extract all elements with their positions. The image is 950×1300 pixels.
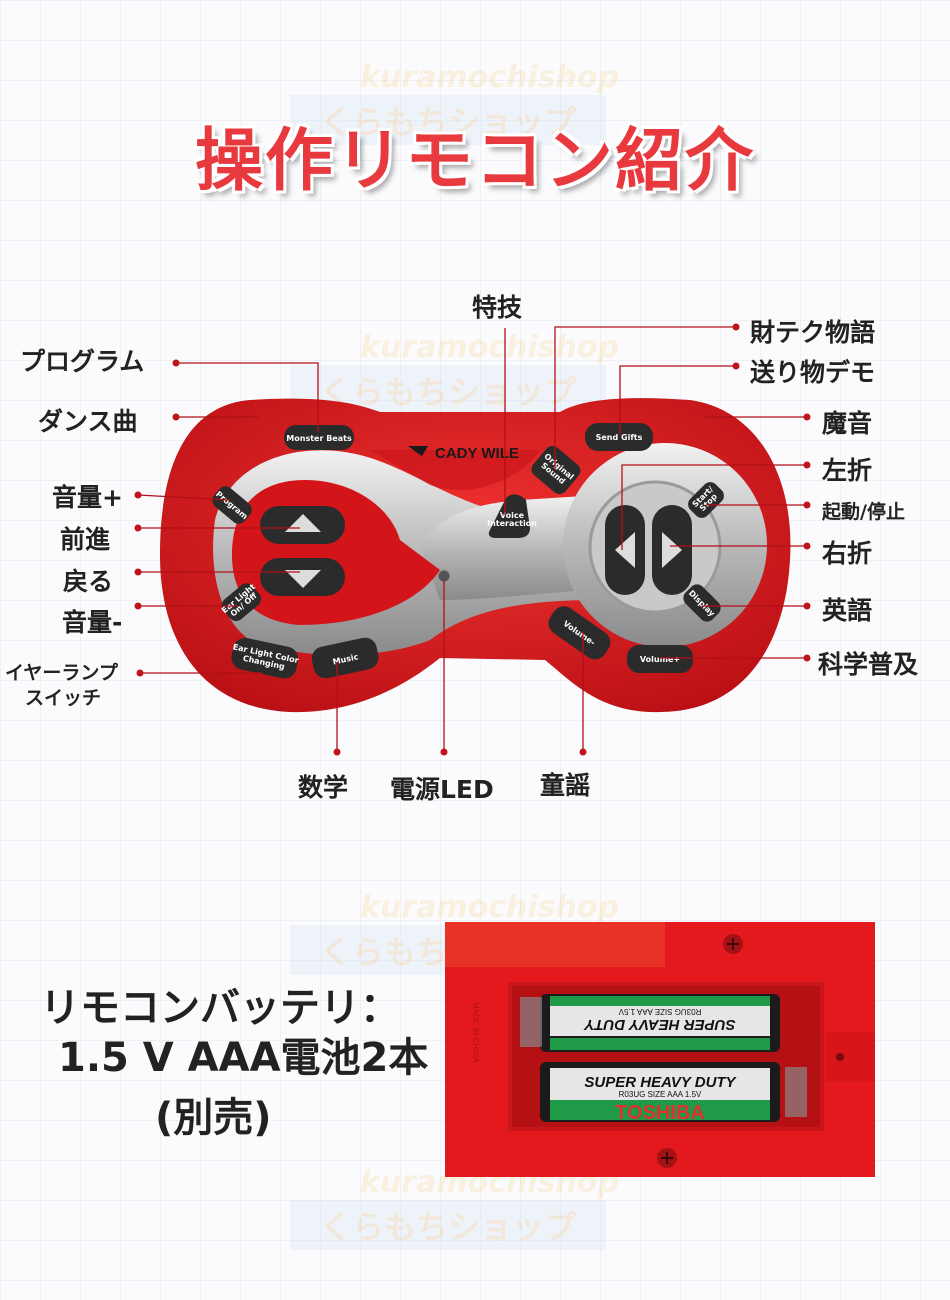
battery-heading: リモコンバッテリ： (40, 985, 400, 1031)
svg-text:Volume+: Volume+ (640, 655, 680, 664)
label-forward: 前進 (60, 525, 111, 554)
brand-logo-icon (408, 446, 428, 456)
silver-panel (420, 495, 600, 600)
label-power-led: 電源LED (390, 775, 494, 804)
page-title: 操作リモコン紹介 (194, 122, 755, 201)
arrow-down-icon (285, 570, 321, 588)
watermark: くらもちショップ (290, 365, 607, 415)
label-ear-lamp-switch: スイッチ (25, 687, 102, 709)
svg-text:SUPER HEAVY DUTY: SUPER HEAVY DUTY (582, 1016, 735, 1033)
battery-cell: SUPER HEAVY DUTY R03UG SIZE AAA 1.5V TOS… (540, 1062, 780, 1124)
monster-beats-button: Monster Beats (284, 425, 354, 450)
battery-note: (別売) (155, 1095, 272, 1141)
brand-logo: CADY WILE (435, 445, 519, 462)
watermark: kuramochishop (360, 330, 619, 365)
watermark: くらもちショップ (290, 1200, 607, 1250)
svg-text:Voice: Voice (500, 511, 525, 520)
spring-contact (785, 1067, 807, 1117)
spring-contact (520, 997, 542, 1047)
label-math: 数学 (298, 773, 349, 802)
svg-text:Send Gifts: Send Gifts (596, 433, 643, 442)
battery-spec: 1.5 V AAA電池2本 (58, 1035, 429, 1081)
label-volume-up: 音量+ (52, 483, 123, 512)
watermark: kuramochishop (360, 60, 619, 95)
music-button: Music (311, 637, 379, 679)
watermark: kuramochishop (360, 890, 619, 925)
callout-lines (137, 326, 807, 752)
label-nursery: 童謡 (540, 771, 591, 800)
label-gift-demo: 送り物デモ (750, 358, 876, 387)
battery-cell: SUPER HEAVY DUTY R03UG SIZE AAA 1.5V (540, 994, 780, 1052)
battery-compartment-photo: MADE IN CHINA SUPER HEAVY DUTY R03UG SIZ… (445, 922, 875, 1177)
label-magic-sound: 魔音 (822, 409, 873, 438)
label-special-skill: 特技 (472, 293, 523, 322)
svg-text:Monster Beats: Monster Beats (286, 434, 352, 443)
watermark: くらもちショップ (290, 95, 607, 145)
arrow-right-icon (662, 532, 682, 568)
label-program: プログラム (20, 347, 145, 376)
label-volume-down: 音量- (62, 608, 123, 637)
label-turn-right: 右折 (822, 539, 873, 568)
label-turn-left: 左折 (822, 456, 873, 485)
svg-text:R03UG SIZE AAA 1.5V: R03UG SIZE AAA 1.5V (619, 1090, 702, 1099)
label-ear-lamp: イヤーランプ (5, 662, 118, 684)
svg-text:MADE IN CHINA: MADE IN CHINA (471, 1002, 480, 1063)
svg-text:SUPER HEAVY DUTY: SUPER HEAVY DUTY (584, 1074, 737, 1091)
label-back: 戻る (63, 567, 114, 596)
label-science: 科学普及 (818, 650, 919, 679)
label-english: 英語 (822, 596, 873, 625)
label-finance-story: 財テク物語 (750, 318, 876, 347)
callout-dots (134, 323, 811, 756)
svg-text:Interaction: Interaction (487, 519, 537, 528)
label-start-stop: 起動/停止 (822, 501, 905, 523)
label-dance: ダンス曲 (38, 407, 138, 436)
volume-plus-button: Volume+ (627, 645, 693, 673)
arrow-left-icon (615, 532, 635, 568)
svg-text:TOSHIBA: TOSHIBA (615, 1102, 705, 1124)
send-gifts-button: Send Gifts (585, 423, 653, 451)
svg-text:R03UG SIZE AAA 1.5V: R03UG SIZE AAA 1.5V (618, 1007, 701, 1016)
